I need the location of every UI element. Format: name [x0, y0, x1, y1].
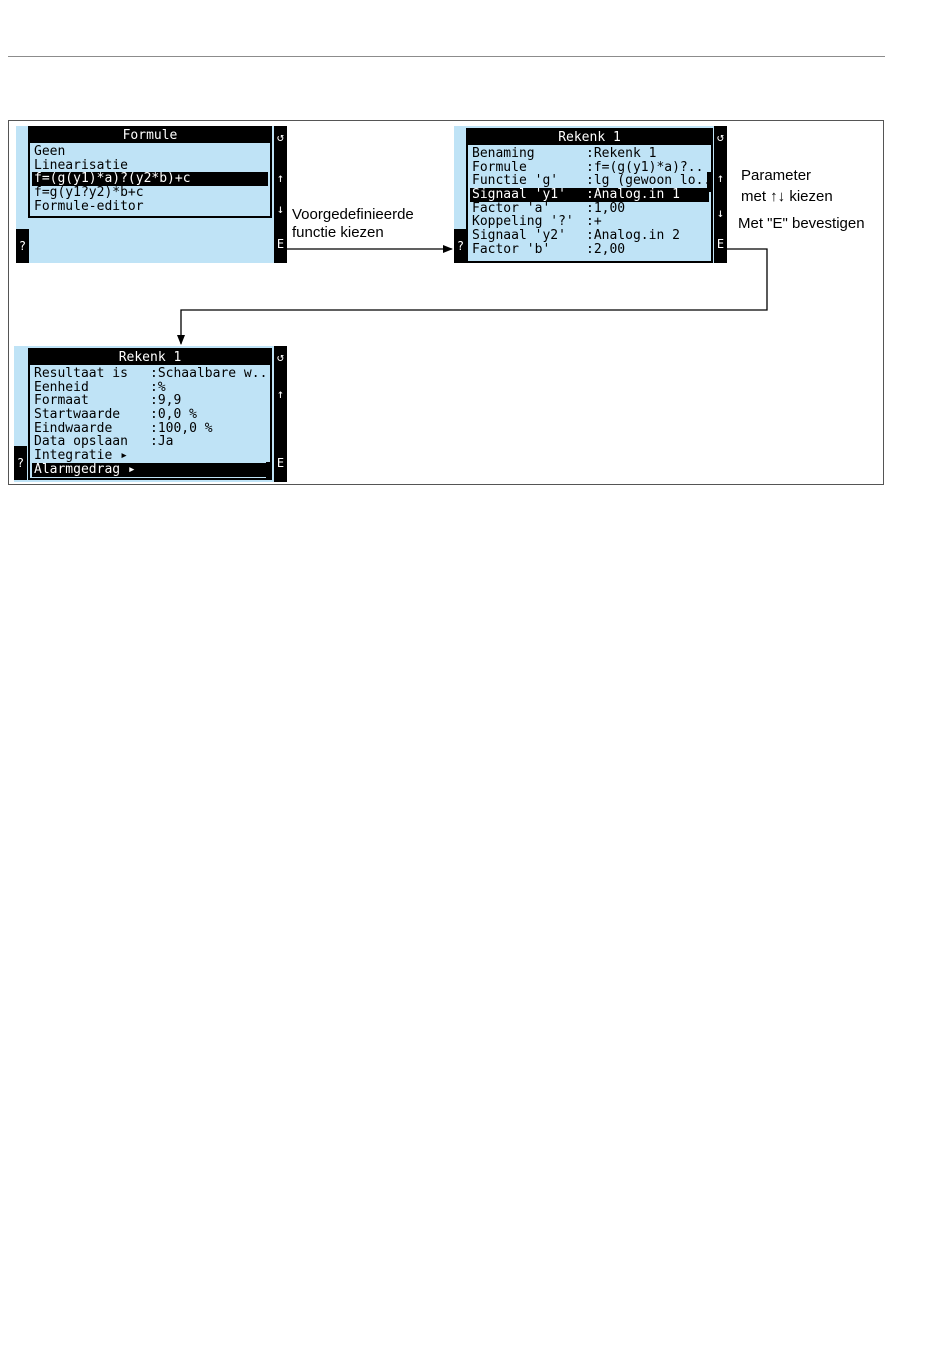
- rekenk-params-title: Rekenk 1: [468, 130, 711, 145]
- parameter-row[interactable]: Koppeling '?' :+: [470, 215, 709, 229]
- formule-sidebar: ↺ ↑ ↓ E: [274, 126, 287, 263]
- parameter-select-label: Parameter met ↑↓ kiezen: [741, 167, 833, 206]
- formule-option[interactable]: Formule-editor: [34, 199, 144, 214]
- parameter-row[interactable]: Eindwaarde :100,0 %: [32, 422, 268, 436]
- parameter-label: Signaal 'y2': [472, 229, 566, 243]
- parameter-label: Benaming: [472, 147, 535, 161]
- parameter-row[interactable]: Factor 'a' :1,00: [470, 202, 709, 216]
- rekenk-params-panel: Rekenk 1 Benaming :Rekenk 1 Formule :f=(g(y…: [466, 128, 713, 263]
- parameter-value: :Rekenk 1: [586, 147, 657, 161]
- help-button[interactable]: ?: [16, 229, 29, 263]
- parameter-label: Startwaarde: [34, 408, 121, 422]
- formule-title: Formule: [30, 128, 270, 143]
- parameter-line1: Parameter: [741, 167, 812, 184]
- parameter-value: :%: [150, 380, 166, 395]
- parameter-label: Functie 'g': [472, 174, 559, 189]
- back-button[interactable]: ↺: [274, 126, 287, 148]
- parameter-label: Signaal 'y1': [472, 188, 566, 202]
- back-button[interactable]: ↺: [714, 126, 727, 148]
- parameter-row[interactable]: Data opslaan :Ja: [32, 435, 268, 449]
- parameter-row[interactable]: Eenheid:%: [32, 381, 268, 395]
- up-arrow-button[interactable]: ↑: [714, 167, 727, 189]
- back-button[interactable]: ↺: [274, 346, 287, 368]
- down-arrow-button[interactable]: ↓: [274, 198, 287, 220]
- parameter-row[interactable]: Factor 'b' :2,00: [470, 243, 709, 257]
- params-scrollbar[interactable]: [707, 172, 711, 192]
- rekenk-result-screen: Rekenk 1 Resultaat is:Schaalbare w..Eenh…: [14, 346, 287, 482]
- formule-option[interactable]: Linearisatie: [34, 158, 128, 173]
- parameter-row[interactable]: Startwaarde :0,0 %: [32, 408, 268, 422]
- parameter-row[interactable]: Formaat :9,9: [32, 394, 268, 408]
- rekenk-result-list: Resultaat is:Schaalbare w..Eenheid:%Form…: [32, 367, 268, 477]
- parameter-value: :Analog.in 1: [586, 188, 680, 202]
- parameter-label: Koppeling '?': [472, 215, 574, 230]
- enter-button[interactable]: E: [274, 233, 287, 255]
- formule-option[interactable]: f=g(y1?y2)*b+c: [34, 186, 144, 200]
- parameter-label: Eenheid: [34, 380, 89, 395]
- parameter-label: Factor 'a': [472, 201, 551, 216]
- parameter-row[interactable]: Functie 'g' :lg (gewoon lo..: [470, 174, 709, 188]
- parameter-label: Eindwaarde: [34, 421, 113, 436]
- result-scrollbar[interactable]: [266, 462, 270, 478]
- parameter-value: :100,0 %: [150, 421, 213, 436]
- up-arrow-button[interactable]: ↑: [274, 383, 287, 405]
- confirm-label: Met "E" bevestigen: [738, 215, 865, 232]
- formule-option[interactable]: f=(g(y1)*a)?(y2*b)+c: [32, 172, 268, 187]
- arrow-to-result: [177, 248, 768, 345]
- formule-option[interactable]: Geen: [34, 145, 66, 159]
- parameter-label: Data opslaan: [34, 435, 128, 450]
- parameter-value: :Schaalbare w..: [150, 367, 268, 381]
- parameter-row[interactable]: Signaal 'y1' :Analog.in 1: [470, 188, 709, 202]
- parameter-value: :9,9: [150, 394, 182, 409]
- parameter-label: Factor 'b': [472, 242, 551, 257]
- parameter-row[interactable]: Resultaat is :Schaalbare w..: [32, 367, 268, 381]
- parameter-value: :0,0 %: [150, 408, 197, 422]
- parameter-row[interactable]: Alarmgedrag ▸: [32, 462, 268, 477]
- parameter-value: :1,00: [586, 201, 626, 216]
- parameter-row[interactable]: Integratie ▸: [32, 449, 268, 463]
- parameter-value: :f=(g(y1)*a)?..: [586, 160, 704, 175]
- help-button[interactable]: ?: [14, 446, 27, 480]
- help-button[interactable]: ?: [454, 229, 467, 263]
- choose-function-line2: functie kiezen: [292, 224, 384, 241]
- rekenk-params-sidebar: ↺ ↑ ↓ E: [714, 126, 727, 263]
- rekenk-result-title: Rekenk 1: [30, 350, 270, 365]
- figure-frame: [8, 120, 884, 485]
- up-arrow-button[interactable]: ↑: [274, 167, 287, 189]
- parameter-label: Formule: [472, 160, 527, 175]
- parameter-label: Alarmgedrag ▸: [34, 462, 136, 477]
- parameter-value: :Analog.in 2: [586, 229, 680, 243]
- parameter-row[interactable]: Benaming :Rekenk 1: [470, 147, 709, 161]
- rekenk-result-panel: Rekenk 1 Resultaat is:Schaalbare w..Eenh…: [28, 348, 272, 480]
- parameter-value: :+: [586, 215, 602, 230]
- parameter-row[interactable]: Signaal 'y2' :Analog.in 2: [470, 229, 709, 243]
- parameter-value: :Ja: [150, 435, 174, 450]
- rekenk-result-sidebar: ↺ ↑ E: [274, 346, 287, 482]
- page-header-rule: [8, 56, 885, 57]
- choose-function-line1: Voorgedefinieerde: [292, 206, 414, 223]
- down-arrow-button[interactable]: ↓: [714, 202, 727, 224]
- parameter-row[interactable]: Formule :f=(g(y1)*a)?..: [470, 161, 709, 175]
- parameter-label: Integratie ▸: [34, 449, 128, 463]
- flow-arrows: [177, 245, 768, 345]
- parameter-value: :lg (gewoon lo..: [586, 174, 709, 189]
- rekenk-params-screen: Rekenk 1 Benaming :Rekenk 1 Formule :f=(g(y…: [454, 126, 727, 263]
- choose-function-label: Voorgedefinieerde functie kiezen: [292, 206, 414, 242]
- parameter-line2: met ↑↓ kiezen: [741, 188, 833, 205]
- parameter-value: :2,00: [586, 242, 626, 257]
- enter-button[interactable]: E: [714, 233, 727, 255]
- parameter-label: Formaat: [34, 394, 89, 409]
- parameter-label: Resultaat is: [34, 367, 128, 381]
- enter-button[interactable]: E: [274, 452, 287, 474]
